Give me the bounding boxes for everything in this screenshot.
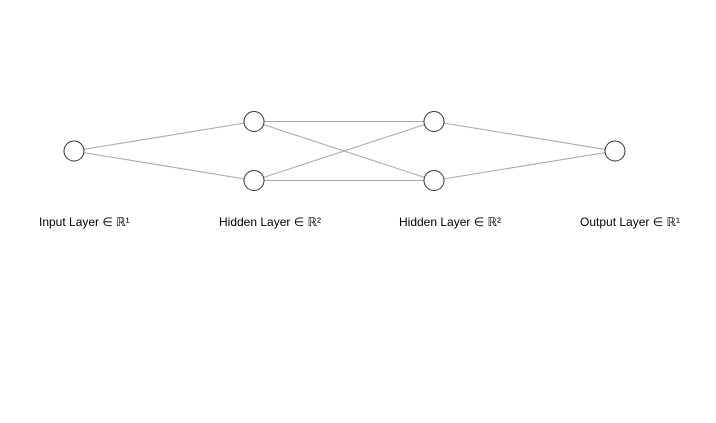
connection-l0n0-l1n0 (73, 121, 255, 152)
neuron-layer2-0 (423, 111, 445, 132)
neuron-layer2-1 (423, 170, 445, 191)
layer-label-hidden-2: Hidden Layer ∈ ℝ² (399, 215, 501, 229)
layer-label-input: Input Layer ∈ ℝ¹ (39, 215, 130, 229)
neuron-layer3-0 (604, 140, 626, 162)
neurons-group (63, 111, 626, 191)
layer-labels-group: Input Layer ∈ ℝ¹ Hidden Layer ∈ ℝ² Hidde… (39, 215, 680, 229)
connection-l2n1-l3n0 (433, 150, 616, 181)
layer-label-hidden-1: Hidden Layer ∈ ℝ² (219, 215, 321, 229)
neuron-layer0-0 (63, 140, 85, 162)
neuron-layer1-0 (243, 111, 265, 132)
layer-label-output: Output Layer ∈ ℝ¹ (580, 215, 680, 229)
connection-l1n1-l2n0 (253, 121, 435, 181)
connection-l2n0-l3n0 (433, 121, 616, 152)
neuron-layer1-1 (243, 170, 265, 191)
connections-group (73, 121, 616, 181)
connection-l0n0-l1n1 (73, 150, 255, 181)
